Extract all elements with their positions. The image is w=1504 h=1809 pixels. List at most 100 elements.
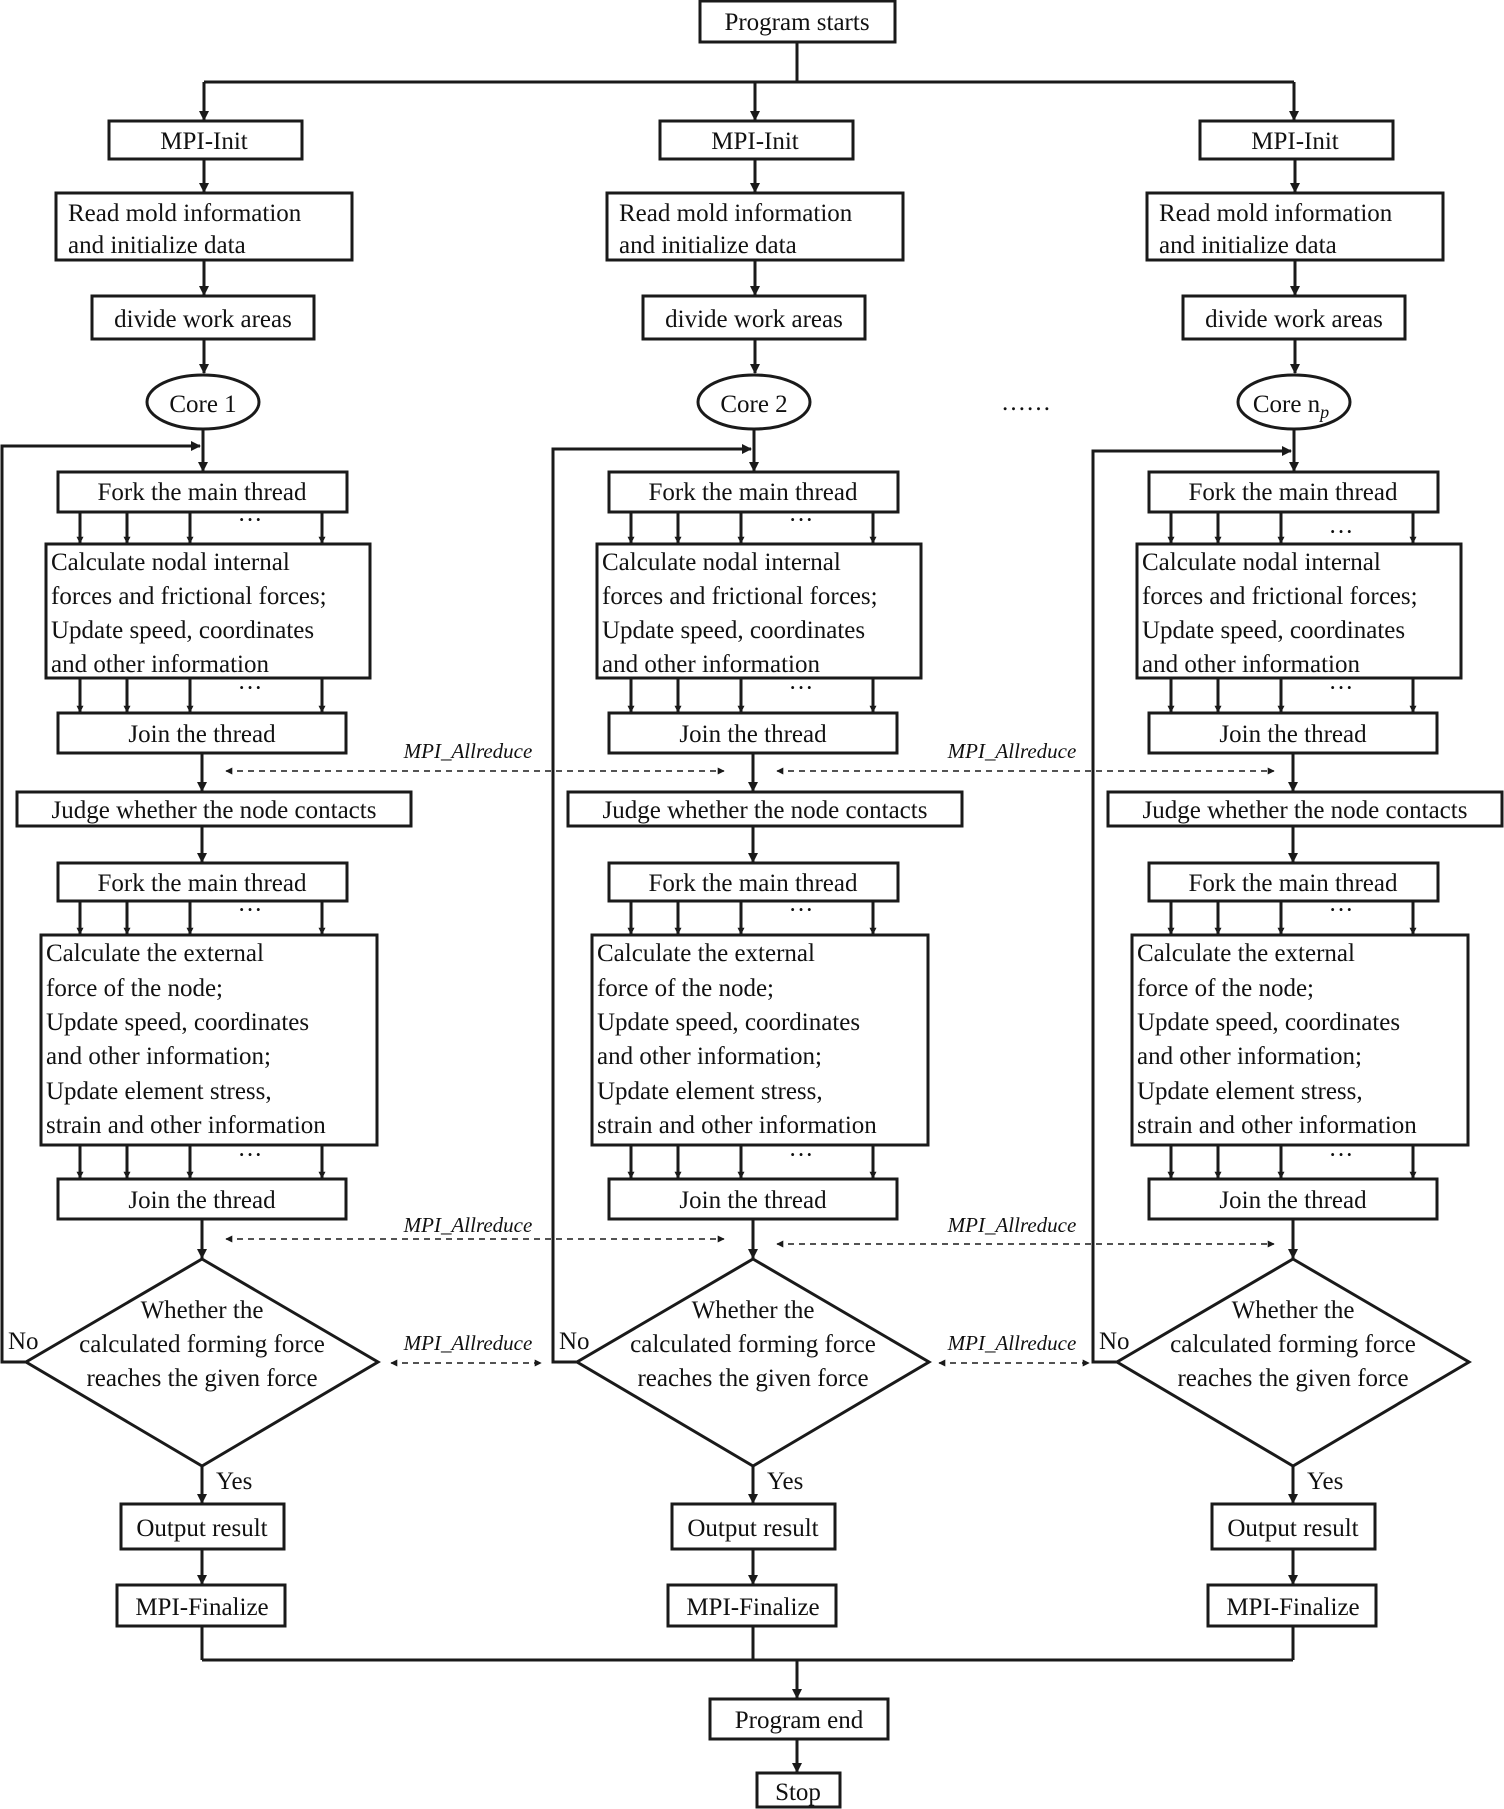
- read-mold-line-1: Read mold information: [1159, 200, 1393, 227]
- fork-label: Fork the main thread: [98, 479, 307, 506]
- fork-arrows: ···: [76, 507, 326, 544]
- finalize-label: MPI-Finalize: [135, 1594, 268, 1621]
- calc1-line-4: and other information: [51, 651, 269, 678]
- output-label: Output result: [687, 1515, 818, 1542]
- calc1-line-3: Update speed, coordinates: [1142, 617, 1405, 644]
- calc2-line-2: force of the node;: [597, 975, 774, 1002]
- no-loop: No: [1091, 446, 1292, 1364]
- join-thread-box-2: Join the thread: [56, 1177, 348, 1221]
- judge-label: Judge whether the node contacts: [1143, 797, 1468, 824]
- judge-contact-box: Judge whether the node contacts: [15, 790, 413, 828]
- fork-thread-box: Fork the main thread: [56, 470, 349, 514]
- thread-dots: ···: [789, 897, 814, 924]
- calc1-line-1: Calculate nodal internal: [51, 549, 290, 576]
- thread-dots: ···: [789, 507, 814, 534]
- calc2-line-5: Update element stress,: [46, 1078, 272, 1105]
- core-label: Core np: [1253, 391, 1329, 422]
- calc1-line-3: Update speed, coordinates: [51, 617, 314, 644]
- mpi-init-label: MPI-Init: [1251, 128, 1339, 155]
- core-column-2: MPI-Init Read mold information and initi…: [551, 119, 964, 1660]
- mpi-allreduce-links-2: MPI_Allreduce MPI_Allreduce: [225, 1213, 1275, 1248]
- decision-line-3: reaches the given force: [637, 1365, 868, 1392]
- join-thread-box: Join the thread: [1147, 711, 1439, 755]
- read-mold-line-1: Read mold information: [68, 200, 302, 227]
- fork-label: Fork the main thread: [1189, 870, 1398, 897]
- decision-line-1: Whether the: [141, 1297, 264, 1324]
- calc1-line-2: forces and frictional forces;: [602, 583, 878, 610]
- join-arrows-2: ···: [627, 1142, 877, 1179]
- join-arrows: ···: [1167, 675, 1417, 713]
- calc2-line-4: and other information;: [1137, 1043, 1362, 1070]
- calc-internal-forces-box: Calculate nodal internal forces and fric…: [44, 542, 372, 680]
- join-label: Join the thread: [679, 1187, 827, 1214]
- calc1-line-3: Update speed, coordinates: [602, 617, 865, 644]
- thread-dots: ···: [789, 1142, 814, 1169]
- calc1-line-2: forces and frictional forces;: [1142, 583, 1418, 610]
- read-mold-line-2: and initialize data: [68, 232, 246, 259]
- judge-label: Judge whether the node contacts: [603, 797, 928, 824]
- decision-line-2: calculated forming force: [79, 1331, 325, 1358]
- join-label: Join the thread: [1219, 1187, 1367, 1214]
- calc-internal-forces-box: Calculate nodal internal forces and fric…: [595, 542, 923, 680]
- decision-line-1: Whether the: [692, 1297, 815, 1324]
- mpi-allreduce-links-3: MPI_Allreduce MPI_Allreduce: [390, 1331, 1090, 1367]
- mpi-allreduce-label: MPI_Allreduce: [947, 739, 1077, 763]
- top-connectors: [199, 42, 1299, 121]
- join-label: Join the thread: [128, 721, 276, 748]
- decision-line-1: Whether the: [1232, 1297, 1355, 1324]
- read-mold-box: Read mold information and initialize dat…: [54, 191, 354, 262]
- fork-label: Fork the main thread: [649, 870, 858, 897]
- mpi-finalize-box: MPI-Finalize: [1206, 1583, 1378, 1628]
- program-start-node: Program starts: [698, 0, 897, 44]
- mpi-init-box: MPI-Init: [107, 119, 304, 161]
- core-label: Core 1: [169, 391, 236, 418]
- force-decision-diamond: Whether the calculated forming force rea…: [574, 1257, 932, 1468]
- fork-arrows: ···: [627, 507, 877, 544]
- stop-node: Stop: [755, 1771, 842, 1809]
- join-thread-box: Join the thread: [607, 711, 899, 755]
- force-decision-diamond: Whether the calculated forming force rea…: [1114, 1257, 1472, 1468]
- divide-work-box: divide work areas: [90, 294, 316, 341]
- calc1-line-1: Calculate nodal internal: [602, 549, 841, 576]
- thread-dots: ···: [1329, 897, 1354, 924]
- fork-arrows-2: ···: [627, 897, 877, 935]
- mpi-allreduce-label: MPI_Allreduce: [403, 1213, 533, 1237]
- thread-dots: ···: [238, 1142, 263, 1169]
- fork-label: Fork the main thread: [649, 479, 858, 506]
- mpi-finalize-box: MPI-Finalize: [115, 1583, 287, 1628]
- output-label: Output result: [136, 1515, 267, 1542]
- calc1-line-2: forces and frictional forces;: [51, 583, 327, 610]
- finalize-label: MPI-Finalize: [1226, 1594, 1359, 1621]
- mpi-init-box: MPI-Init: [1198, 119, 1395, 161]
- join-thread-box-2: Join the thread: [607, 1177, 899, 1221]
- fork-thread-box-2: Fork the main thread: [607, 861, 900, 903]
- join-arrows-2: ···: [1167, 1142, 1417, 1179]
- calc2-line-2: force of the node;: [1137, 975, 1314, 1002]
- join-arrows-2: ···: [76, 1142, 326, 1179]
- thread-dots: ···: [238, 675, 263, 702]
- read-mold-line-2: and initialize data: [619, 232, 797, 259]
- fork-thread-box-2: Fork the main thread: [56, 861, 349, 903]
- calc2-line-5: Update element stress,: [1137, 1078, 1363, 1105]
- calc2-line-6: strain and other information: [597, 1112, 877, 1139]
- no-loop: No: [551, 444, 752, 1364]
- fork-thread-box: Fork the main thread: [607, 470, 900, 514]
- calc1-line-4: and other information: [1142, 651, 1360, 678]
- fork-arrows-2: ···: [76, 897, 326, 935]
- fork-thread-box-2: Fork the main thread: [1147, 861, 1440, 903]
- core-label: Core 2: [720, 391, 787, 418]
- calc1-line-4: and other information: [602, 651, 820, 678]
- calc2-line-3: Update speed, coordinates: [46, 1009, 309, 1036]
- fork-label: Fork the main thread: [98, 870, 307, 897]
- calc-external-force-box: Calculate the external force of the node…: [39, 933, 379, 1147]
- mpi-finalize-box: MPI-Finalize: [666, 1583, 838, 1628]
- calc2-line-3: Update speed, coordinates: [1137, 1009, 1400, 1036]
- calc-external-force-box: Calculate the external force of the node…: [590, 933, 930, 1147]
- output-label: Output result: [1227, 1515, 1358, 1542]
- yes-label: Yes: [767, 1468, 803, 1495]
- more-cores-ellipsis: ……: [1001, 389, 1051, 416]
- calc2-line-2: force of the node;: [46, 975, 223, 1002]
- join-thread-box: Join the thread: [56, 711, 348, 755]
- mpi-init-label: MPI-Init: [160, 128, 248, 155]
